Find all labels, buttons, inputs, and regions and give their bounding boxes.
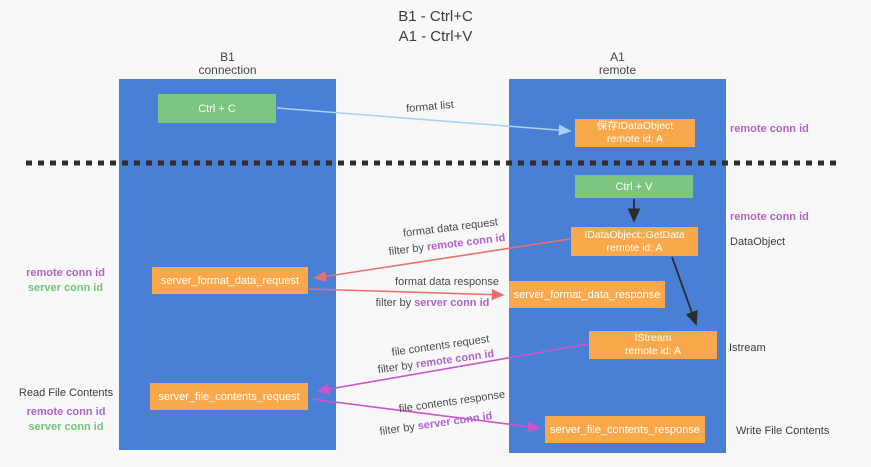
node-server-file-contents-response: server_file_contents_response	[545, 416, 705, 443]
annotation-left-conn-ids: remote conn id server conn id	[18, 266, 113, 296]
label-filter-server-2: filter by server conn id	[373, 409, 499, 438]
node-idataobject-getdata-line1: IDataObject::GetData	[584, 228, 685, 241]
node-idataobject-getdata-line2: remote id: A	[606, 241, 663, 254]
node-istream: IStream remote id: A	[589, 331, 717, 359]
annotation-remote-conn-id-left: remote conn id	[26, 267, 105, 279]
node-istream-line1: IStream	[634, 332, 672, 344]
lane-b1-name: B1	[220, 50, 235, 64]
annotation-remote-conn-id-top: remote conn id	[730, 123, 809, 135]
diagram-title: B1 - Ctrl+C A1 - Ctrl+V	[0, 7, 871, 47]
filter-by-text: filter by	[378, 421, 416, 438]
annotation-server-conn-id-left-bottom: server conn id	[28, 421, 104, 433]
annotation-read-file-contents-group: Read File Contents remote conn id server…	[14, 386, 118, 435]
title-line-2: A1 - Ctrl+V	[398, 28, 473, 45]
node-server-format-data-request-label: server_format_data_request	[160, 274, 300, 287]
annotation-istream: Istream	[729, 342, 766, 354]
node-ctrl-c-label: Ctrl + C	[198, 102, 236, 115]
node-save-idataobject-line1: 保存IDataObject	[596, 120, 674, 132]
node-server-file-contents-request: server_file_contents_request	[150, 383, 308, 410]
node-save-idataobject: 保存IDataObject remote id: A	[575, 119, 695, 147]
label-format-list: format list	[405, 98, 455, 116]
label-format-data-response: format data response	[395, 276, 499, 288]
label-filter-server-1: filter by server conn id	[375, 297, 490, 309]
annotation-read-file-contents: Read File Contents	[18, 387, 114, 399]
node-server-format-data-response: server_format_data_response	[509, 281, 665, 308]
node-server-file-contents-request-label: server_file_contents_request	[158, 390, 300, 403]
server-conn-id-text: server conn id	[414, 297, 490, 309]
annotation-server-conn-id-left: server conn id	[27, 282, 104, 294]
node-ctrl-v-label: Ctrl + V	[615, 180, 653, 193]
annotation-write-file-contents: Write File Contents	[736, 425, 830, 437]
lane-a1-name: A1	[610, 50, 625, 64]
lane-header-b1: B1 connection	[119, 51, 336, 77]
filter-by-text: filter by	[377, 359, 414, 377]
node-save-idataobject-line2: remote id: A	[606, 133, 664, 145]
lane-a1-role: remote	[598, 63, 637, 77]
lane-header-a1: A1 remote	[509, 51, 726, 77]
annotation-dataobject: DataObject	[730, 236, 786, 248]
lane-b1-role: connection	[198, 63, 257, 77]
filter-by-text: filter by	[375, 297, 412, 309]
node-server-file-contents-response-label: server_file_contents_response	[550, 423, 700, 436]
server-conn-id-text: server conn id	[416, 410, 494, 433]
node-server-format-data-response-label: server_format_data_response	[513, 288, 661, 301]
node-ctrl-v: Ctrl + V	[575, 175, 693, 198]
filter-by-text: filter by	[388, 241, 425, 259]
node-ctrl-c: Ctrl + C	[158, 94, 276, 123]
title-line-1: B1 - Ctrl+C	[398, 8, 473, 25]
arrow-format-data-response	[308, 288, 505, 301]
node-istream-line2: remote id: A	[624, 345, 682, 357]
annotation-remote-conn-id-left-bottom: remote conn id	[26, 406, 106, 418]
node-idataobject-getdata: IDataObject::GetData remote id: A	[571, 227, 698, 256]
node-server-format-data-request: server_format_data_request	[152, 267, 308, 294]
annotation-remote-conn-id-mid: remote conn id	[730, 211, 809, 223]
